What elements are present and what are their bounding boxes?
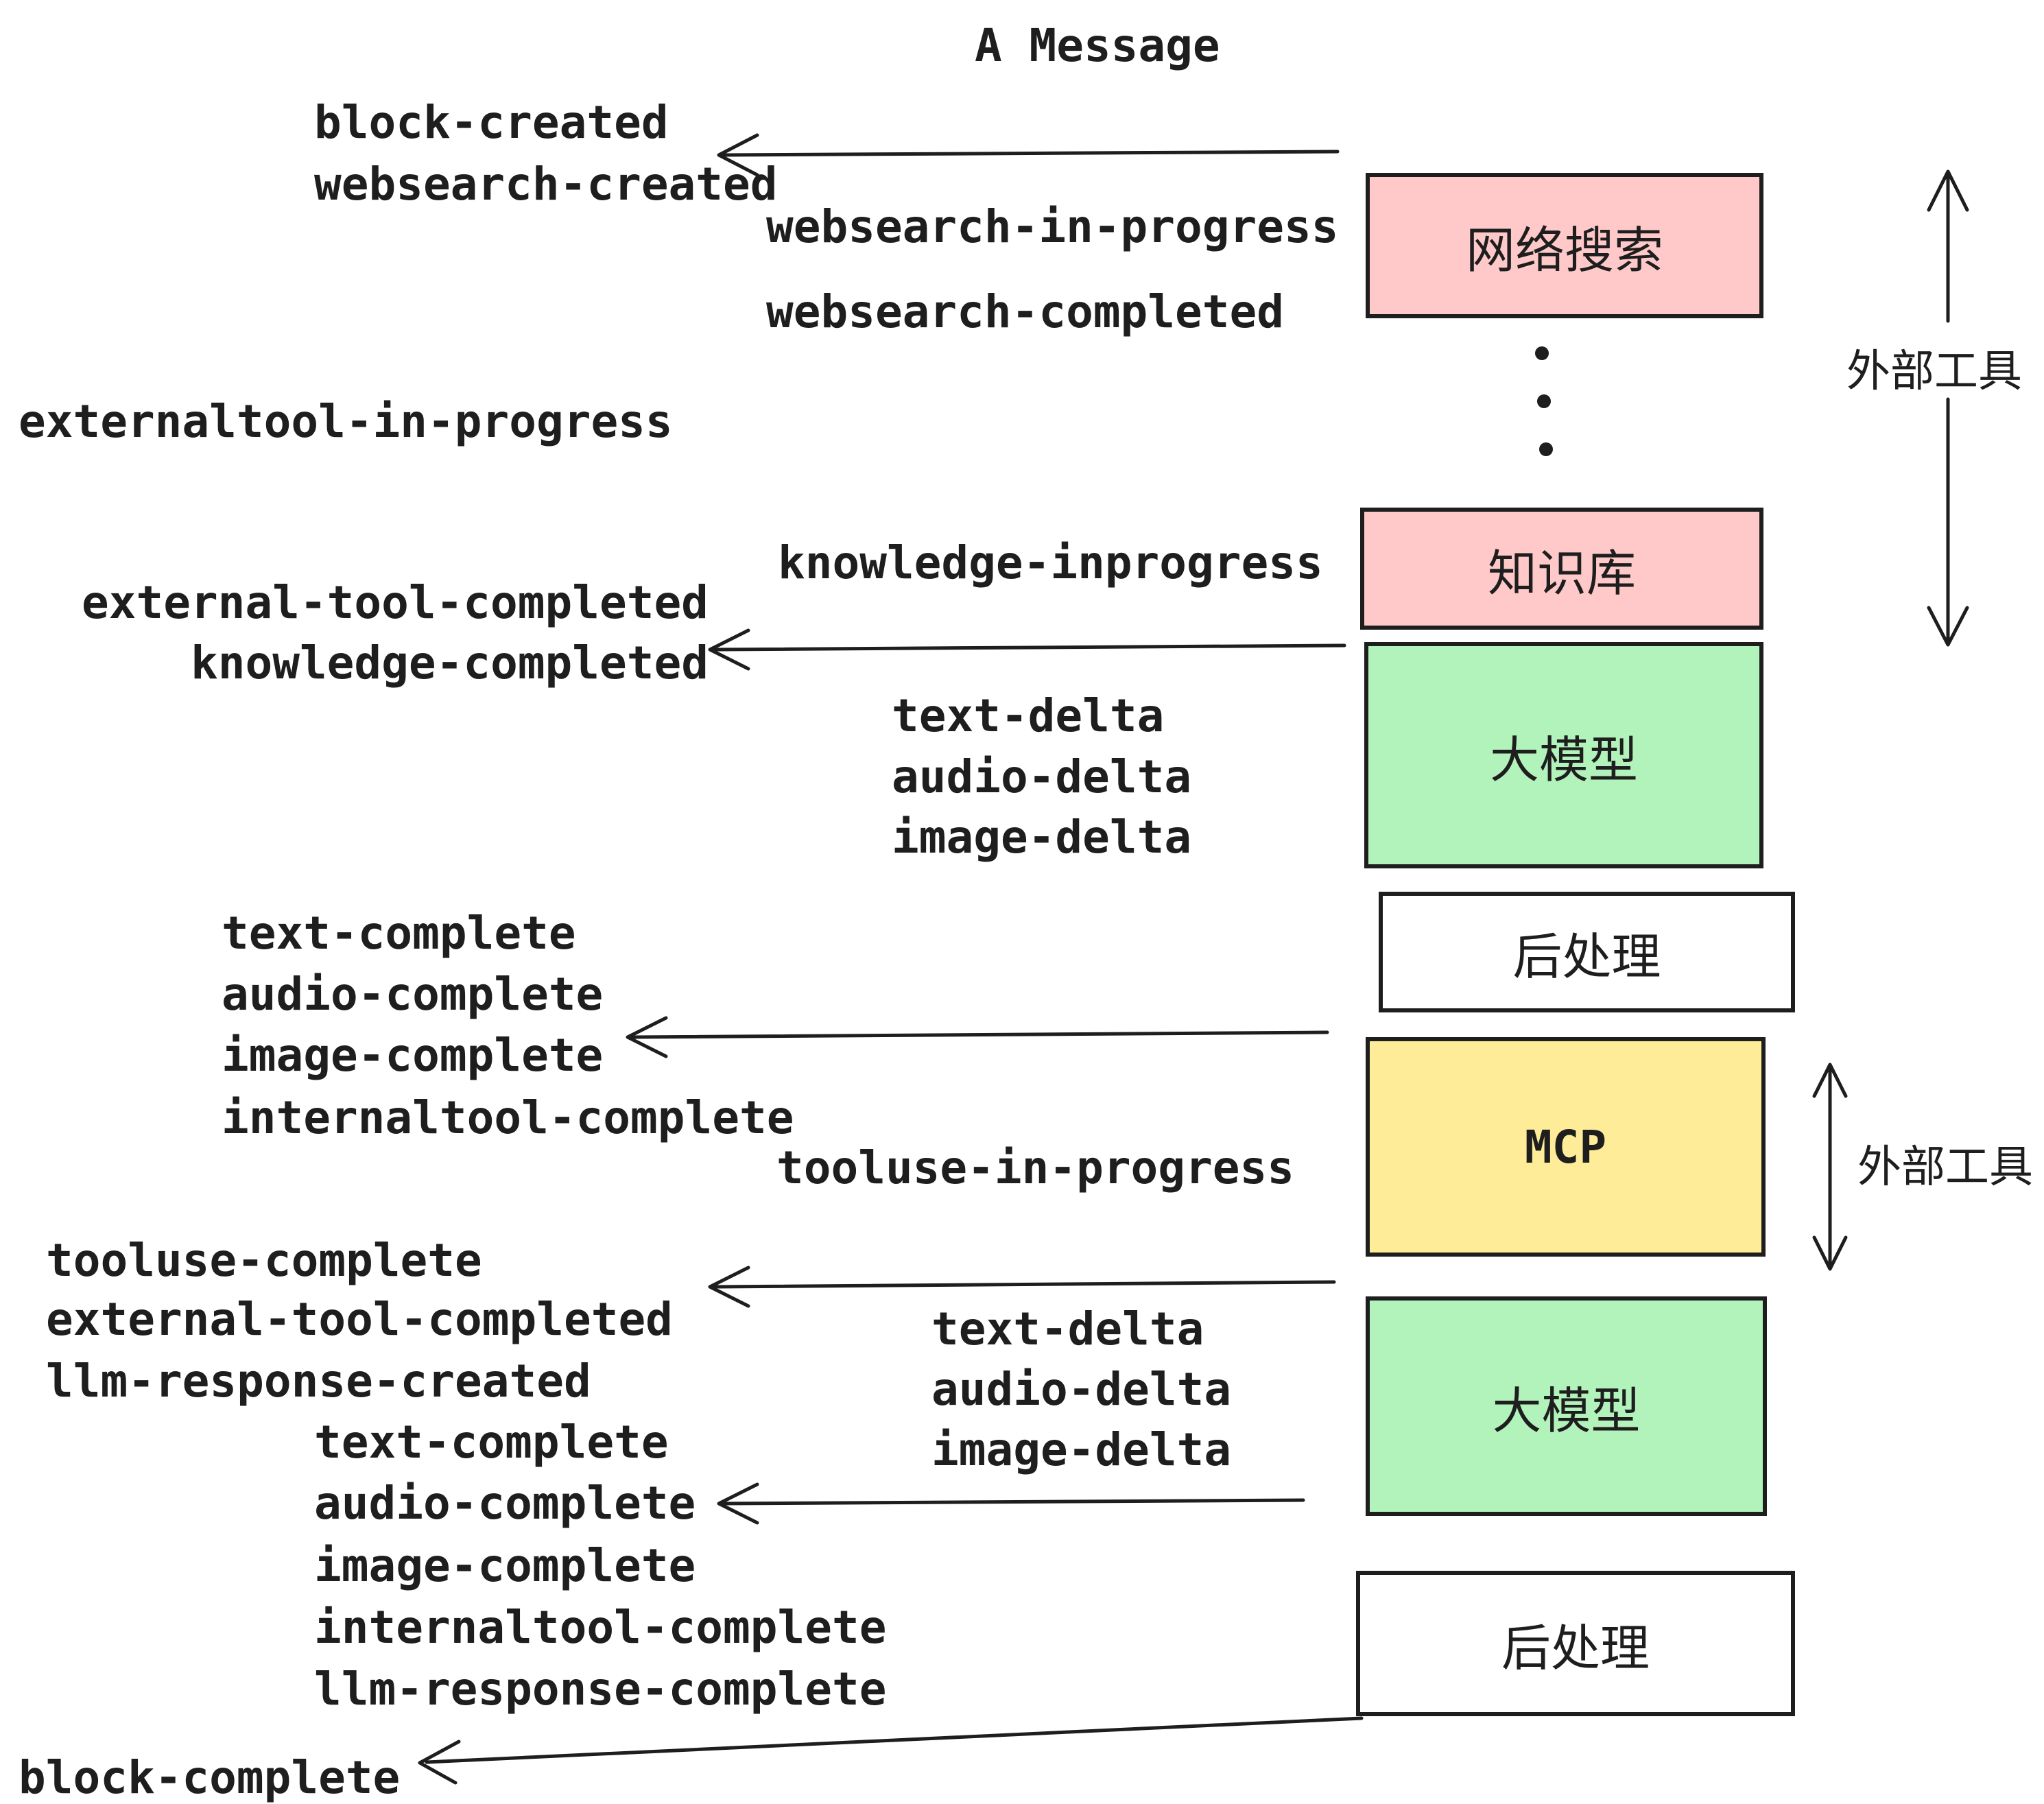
- event-websearch-in-progress: websearch-in-progress: [766, 200, 1339, 253]
- event-knowledge-completed: knowledge-completed: [191, 637, 709, 689]
- event-text-complete-2: text-complete: [314, 1416, 669, 1469]
- ellipsis-dot: [1539, 442, 1553, 456]
- event-text-complete-1: text-complete: [222, 907, 576, 960]
- event-image-complete-2: image-complete: [314, 1539, 696, 1592]
- event-audio-complete-1: audio-complete: [222, 968, 604, 1021]
- box-mcp: MCP: [1366, 1037, 1766, 1257]
- ellipsis-dot: [1537, 394, 1551, 408]
- arrow-websearch-to-created: [717, 133, 1340, 177]
- box-llm-bottom: 大模型: [1366, 1296, 1767, 1516]
- box-llm-top: 大模型: [1364, 642, 1763, 868]
- ellipsis-dot: [1535, 346, 1549, 360]
- box-post-bottom: 后处理: [1356, 1571, 1795, 1716]
- event-image-delta-2: image-delta: [931, 1423, 1232, 1476]
- box-mcp-label: MCP: [1524, 1120, 1607, 1174]
- event-text-delta-2: text-delta: [931, 1303, 1204, 1355]
- event-websearch-completed: websearch-completed: [766, 285, 1284, 338]
- event-block-complete: block-complete: [19, 1751, 401, 1804]
- arrow-llm2-to-audio-complete: [717, 1482, 1305, 1525]
- event-externaltool-in-progress: externaltool-in-progress: [19, 395, 673, 448]
- external-tools-top-label: 外部工具: [1846, 346, 2022, 396]
- event-tooluse-complete: tooluse-complete: [46, 1234, 482, 1287]
- event-internaltool-complete-1: internaltool-complete: [222, 1091, 794, 1144]
- box-llm-bottom-label: 大模型: [1492, 1384, 1641, 1439]
- event-image-complete-1: image-complete: [222, 1029, 604, 1082]
- event-knowledge-inprogress: knowledge-inprogress: [778, 536, 1323, 589]
- event-internaltool-complete-2: internaltool-complete: [314, 1601, 887, 1654]
- arrow-post-to-block-complete: [418, 1716, 1364, 1785]
- event-tooluse-in-progress: tooluse-in-progress: [776, 1141, 1294, 1194]
- box-websearch: 网络搜索: [1366, 173, 1763, 318]
- event-image-delta-1: image-delta: [892, 811, 1192, 864]
- event-llm-response-created: llm-response-created: [46, 1355, 591, 1408]
- event-audio-delta-2: audio-delta: [931, 1363, 1232, 1416]
- box-post-bottom-label: 后处理: [1501, 1621, 1650, 1676]
- event-external-tool-completed: external-tool-completed: [82, 576, 709, 629]
- arrow-to-image-complete: [626, 1016, 1329, 1058]
- event-websearch-created: websearch-created: [314, 158, 778, 211]
- diagram-title: A Message: [975, 19, 1220, 72]
- arrow-llm-to-knowledge-completed: [708, 628, 1346, 671]
- external-tools-bottom-label: 外部工具: [1857, 1142, 2033, 1191]
- box-post-top-label: 后处理: [1512, 929, 1661, 985]
- arrow-mcp-to-tooluse-complete: [708, 1266, 1336, 1308]
- event-llm-response-complete: llm-response-complete: [314, 1663, 887, 1716]
- double-arrow-external-tools-top: [1927, 169, 1969, 647]
- box-post-top: 后处理: [1379, 892, 1795, 1012]
- event-text-delta-1: text-delta: [892, 689, 1165, 742]
- double-arrow-external-tools-mcp: [1812, 1063, 1848, 1271]
- box-llm-top-label: 大模型: [1489, 733, 1638, 788]
- event-audio-delta-1: audio-delta: [892, 750, 1192, 803]
- event-external-tool-completed-2: external-tool-completed: [46, 1293, 673, 1346]
- event-audio-complete-2: audio-complete: [314, 1477, 696, 1530]
- box-knowledge-label: 知识库: [1487, 546, 1636, 602]
- box-websearch-label: 网络搜索: [1465, 223, 1663, 278]
- event-block-created: block-created: [314, 96, 669, 149]
- box-knowledge: 知识库: [1360, 508, 1763, 630]
